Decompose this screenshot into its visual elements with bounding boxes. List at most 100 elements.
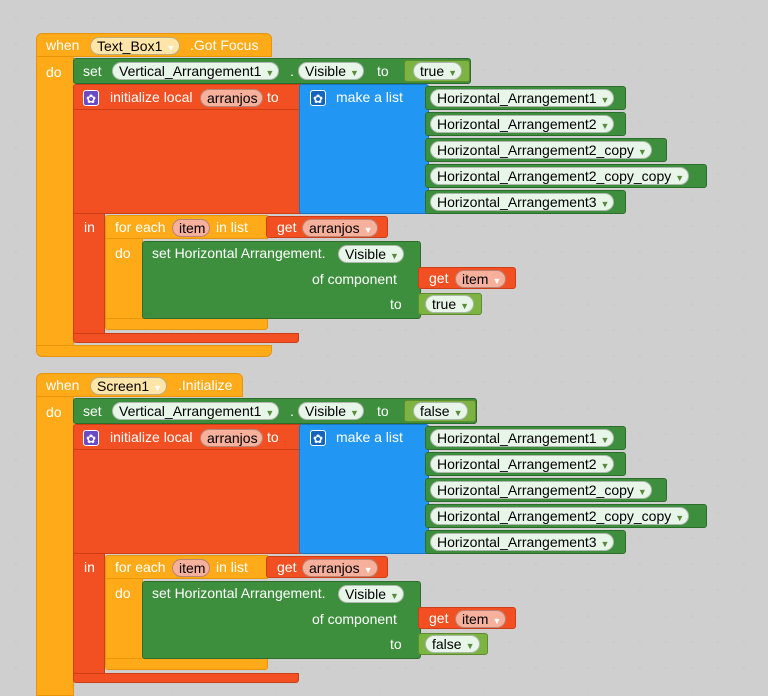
of-component-label: of component [312,271,397,287]
init-local-label: initialize local [110,89,193,105]
list-item-dropdown[interactable]: Horizontal_Arrangement2▼ [430,455,615,473]
variable-dropdown[interactable]: arranjos▼ [302,219,378,237]
make-list-label: make a list [336,89,403,105]
chevron-down-icon: ▼ [637,147,647,157]
init-local-fill [73,109,301,214]
chevron-down-icon: ▼ [600,435,610,445]
get-label: get [429,610,449,626]
list-item-dropdown[interactable]: Horizontal_Arrangement2_copy_copy▼ [430,167,690,185]
init-local-label: initialize local [110,429,193,445]
set-any-label: set Horizontal Arrangement. [152,585,326,601]
chevron-down-icon: ▼ [153,383,163,393]
init-local-footer [73,673,299,683]
make-list-label: make a list [336,429,403,445]
event-body-left [36,56,74,346]
to-label: to [377,403,389,419]
boolean-dropdown[interactable]: true▼ [413,62,463,80]
get-label: get [277,559,297,575]
boolean-dropdown[interactable]: false▼ [413,402,468,420]
chevron-down-icon: ▼ [390,591,399,601]
chevron-down-icon: ▼ [600,121,610,131]
chevron-down-icon: ▼ [166,43,176,53]
variable-name-field[interactable]: arranjos [200,89,263,107]
loop-variable-field[interactable]: item [172,559,211,577]
in-list-label: in list [216,559,248,575]
to-label: to [377,63,389,79]
chevron-down-icon: ▼ [350,408,359,418]
list-item-dropdown[interactable]: Horizontal_Arrangement3▼ [430,193,615,211]
set-label: set [83,63,102,79]
do-label: do [46,64,62,80]
list-item-dropdown[interactable]: Horizontal_Arrangement2▼ [430,115,615,133]
list-item-dropdown[interactable]: Horizontal_Arrangement3▼ [430,533,615,551]
property-dropdown[interactable]: Visible▼ [298,62,364,80]
mutator-gear-icon[interactable]: ✿ [83,90,99,106]
to-label: to [390,296,402,312]
event-name: .Got Focus [190,37,259,53]
set-any-component-block[interactable] [142,241,421,319]
mutator-gear-icon[interactable]: ✿ [310,430,326,446]
chevron-down-icon: ▼ [675,173,685,183]
when-label: when [46,37,80,53]
property-dropdown[interactable]: Visible▼ [338,585,404,603]
for-each-body-left [105,578,143,660]
for-each-label: for each [115,219,166,235]
list-item-dropdown[interactable]: Horizontal_Arrangement1▼ [430,89,615,107]
component-dropdown[interactable]: Screen1▼ [90,377,168,395]
do-label: do [115,245,131,261]
for-each-label: for each [115,559,166,575]
set-any-label: set Horizontal Arrangement. [152,245,326,261]
chevron-down-icon: ▼ [600,199,610,209]
boolean-dropdown[interactable]: true▼ [425,295,475,313]
set-label: set [83,403,102,419]
property-dropdown[interactable]: Visible▼ [338,245,404,263]
in-list-label: in list [216,219,248,235]
boolean-dropdown[interactable]: false▼ [425,635,480,653]
component-dropdown[interactable]: Text_Box1▼ [90,37,181,55]
event-body-left [36,396,74,696]
do-label: do [46,404,62,420]
property-dropdown[interactable]: Visible▼ [298,402,364,420]
chevron-down-icon: ▼ [448,68,458,78]
chevron-down-icon: ▼ [492,276,502,286]
chevron-down-icon: ▼ [363,225,373,235]
for-each-footer [105,658,268,670]
chevron-down-icon: ▼ [265,68,275,78]
mutator-gear-icon[interactable]: ✿ [310,90,326,106]
when-label: when [46,377,80,393]
variable-dropdown[interactable]: item▼ [455,610,507,628]
variable-name-field[interactable]: arranjos [200,429,263,447]
list-item-dropdown[interactable]: Horizontal_Arrangement2_copy▼ [430,141,652,159]
chevron-down-icon: ▼ [637,487,647,497]
chevron-down-icon: ▼ [675,513,685,523]
in-label: in [84,219,95,235]
get-label: get [277,219,297,235]
chevron-down-icon: ▼ [350,68,359,78]
list-item-dropdown[interactable]: Horizontal_Arrangement1▼ [430,429,615,447]
event-name: .Initialize [178,377,233,393]
list-item-dropdown[interactable]: Horizontal_Arrangement2_copy▼ [430,481,652,499]
variable-dropdown[interactable]: arranjos▼ [302,559,378,577]
to-label: to [267,89,279,105]
target-dropdown[interactable]: Vertical_Arrangement1▼ [112,402,280,420]
loop-variable-field[interactable]: item [172,219,211,237]
mutator-gear-icon[interactable]: ✿ [83,430,99,446]
chevron-down-icon: ▼ [453,408,463,418]
chevron-down-icon: ▼ [600,461,610,471]
init-local-header[interactable] [73,84,301,110]
init-local-body-left [73,213,105,335]
dot-label: . [290,63,294,79]
chevron-down-icon: ▼ [600,95,610,105]
in-label: in [84,559,95,575]
variable-dropdown[interactable]: item▼ [455,270,507,288]
chevron-down-icon: ▼ [363,565,373,575]
list-item-dropdown[interactable]: Horizontal_Arrangement2_copy_copy▼ [430,507,690,525]
chevron-down-icon: ▼ [265,408,275,418]
do-label: do [115,585,131,601]
chevron-down-icon: ▼ [465,641,475,651]
dot-label: . [290,403,294,419]
to-label: to [390,636,402,652]
for-each-footer [105,318,268,330]
target-dropdown[interactable]: Vertical_Arrangement1▼ [112,62,280,80]
chevron-down-icon: ▼ [492,616,502,626]
